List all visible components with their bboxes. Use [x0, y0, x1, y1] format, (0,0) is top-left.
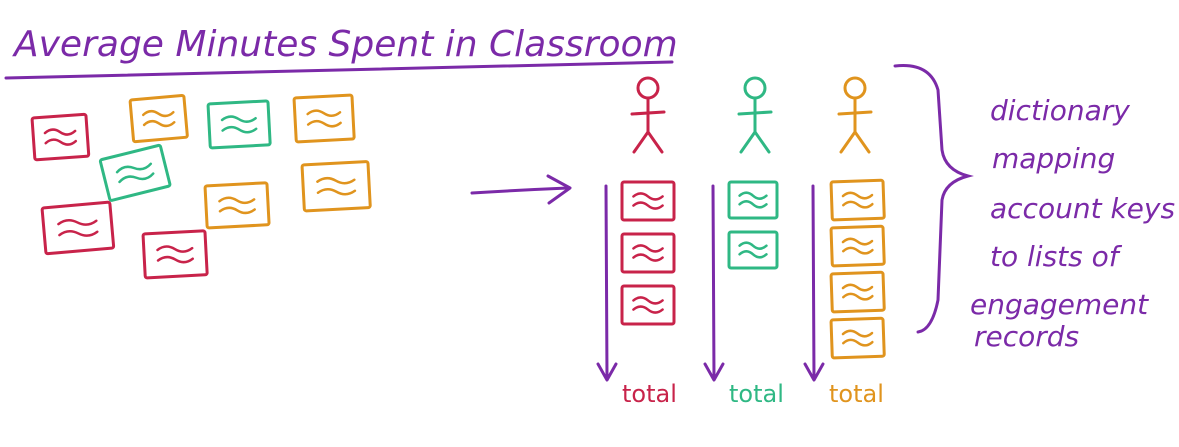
scattered-record: [128, 93, 189, 144]
annotation-text: dictionary mapping account keys to lists of…: [970, 94, 1175, 353]
scattered-record: [141, 229, 209, 280]
transform-arrow: [470, 174, 572, 205]
scattered-record: [40, 200, 116, 256]
sum-arrow: [703, 184, 725, 382]
annotation-line: dictionary: [990, 94, 1130, 127]
sum-arrow: [596, 184, 618, 382]
grouped-record: [620, 180, 676, 222]
curly-brace: [893, 64, 974, 334]
grouped-records: total total total: [596, 76, 886, 408]
total-label: total: [729, 380, 784, 408]
stick-figure-icon: [737, 76, 773, 154]
stick-figure-icon: [837, 76, 873, 154]
grouped-record: [829, 224, 886, 268]
scattered-record: [30, 112, 91, 162]
stick-figure-icon: [630, 76, 666, 154]
scattered-record: [206, 99, 272, 150]
grouped-record: [620, 232, 676, 274]
grouped-record: [620, 284, 676, 326]
grouped-record: [727, 230, 779, 270]
grouped-record: [829, 270, 886, 314]
total-label: total: [829, 380, 884, 408]
unsorted-records: [30, 93, 372, 280]
title-underline: [4, 60, 674, 80]
student-column: total: [596, 76, 677, 408]
sum-arrow: [803, 184, 825, 382]
student-column: total: [803, 76, 886, 408]
diagram-title: Average Minutes Spent in Classroom: [12, 24, 678, 65]
annotation-line: account keys: [990, 192, 1175, 225]
scattered-record: [300, 160, 372, 213]
scattered-record: [292, 93, 356, 144]
annotation-line: to lists of: [990, 240, 1123, 273]
annotation-line: engagement: [970, 288, 1149, 321]
student-column: total: [703, 76, 784, 408]
annotation-line: records: [974, 320, 1079, 353]
grouped-record: [829, 178, 886, 222]
annotation-line: mapping: [992, 142, 1115, 175]
scattered-record: [98, 143, 172, 202]
scattered-record: [203, 181, 271, 230]
grouped-record: [727, 180, 779, 220]
total-label: total: [622, 380, 677, 408]
grouped-record: [829, 316, 886, 360]
